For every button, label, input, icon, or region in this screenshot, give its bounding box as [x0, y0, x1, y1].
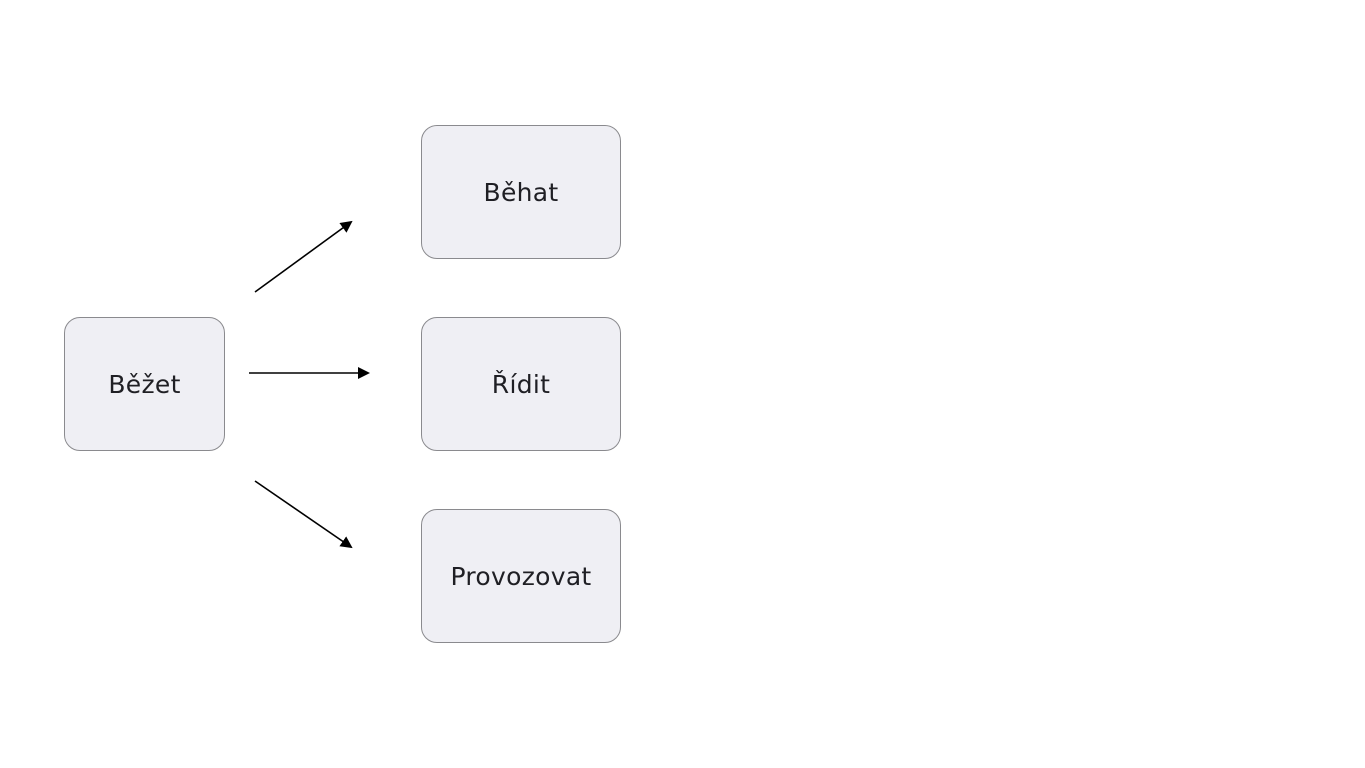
target-node-2: Řídit [421, 317, 621, 451]
target-node-1: Běhat [421, 125, 621, 259]
target-node-3-label: Provozovat [450, 561, 592, 591]
arrow-to-target-1 [254, 220, 353, 293]
arrow-to-target-3 [254, 480, 353, 549]
source-node: Běžet [64, 317, 225, 451]
target-node-3: Provozovat [421, 509, 621, 643]
target-node-2-label: Řídit [491, 369, 551, 399]
source-node-label: Běžet [108, 369, 181, 399]
target-node-1-label: Běhat [483, 177, 559, 207]
